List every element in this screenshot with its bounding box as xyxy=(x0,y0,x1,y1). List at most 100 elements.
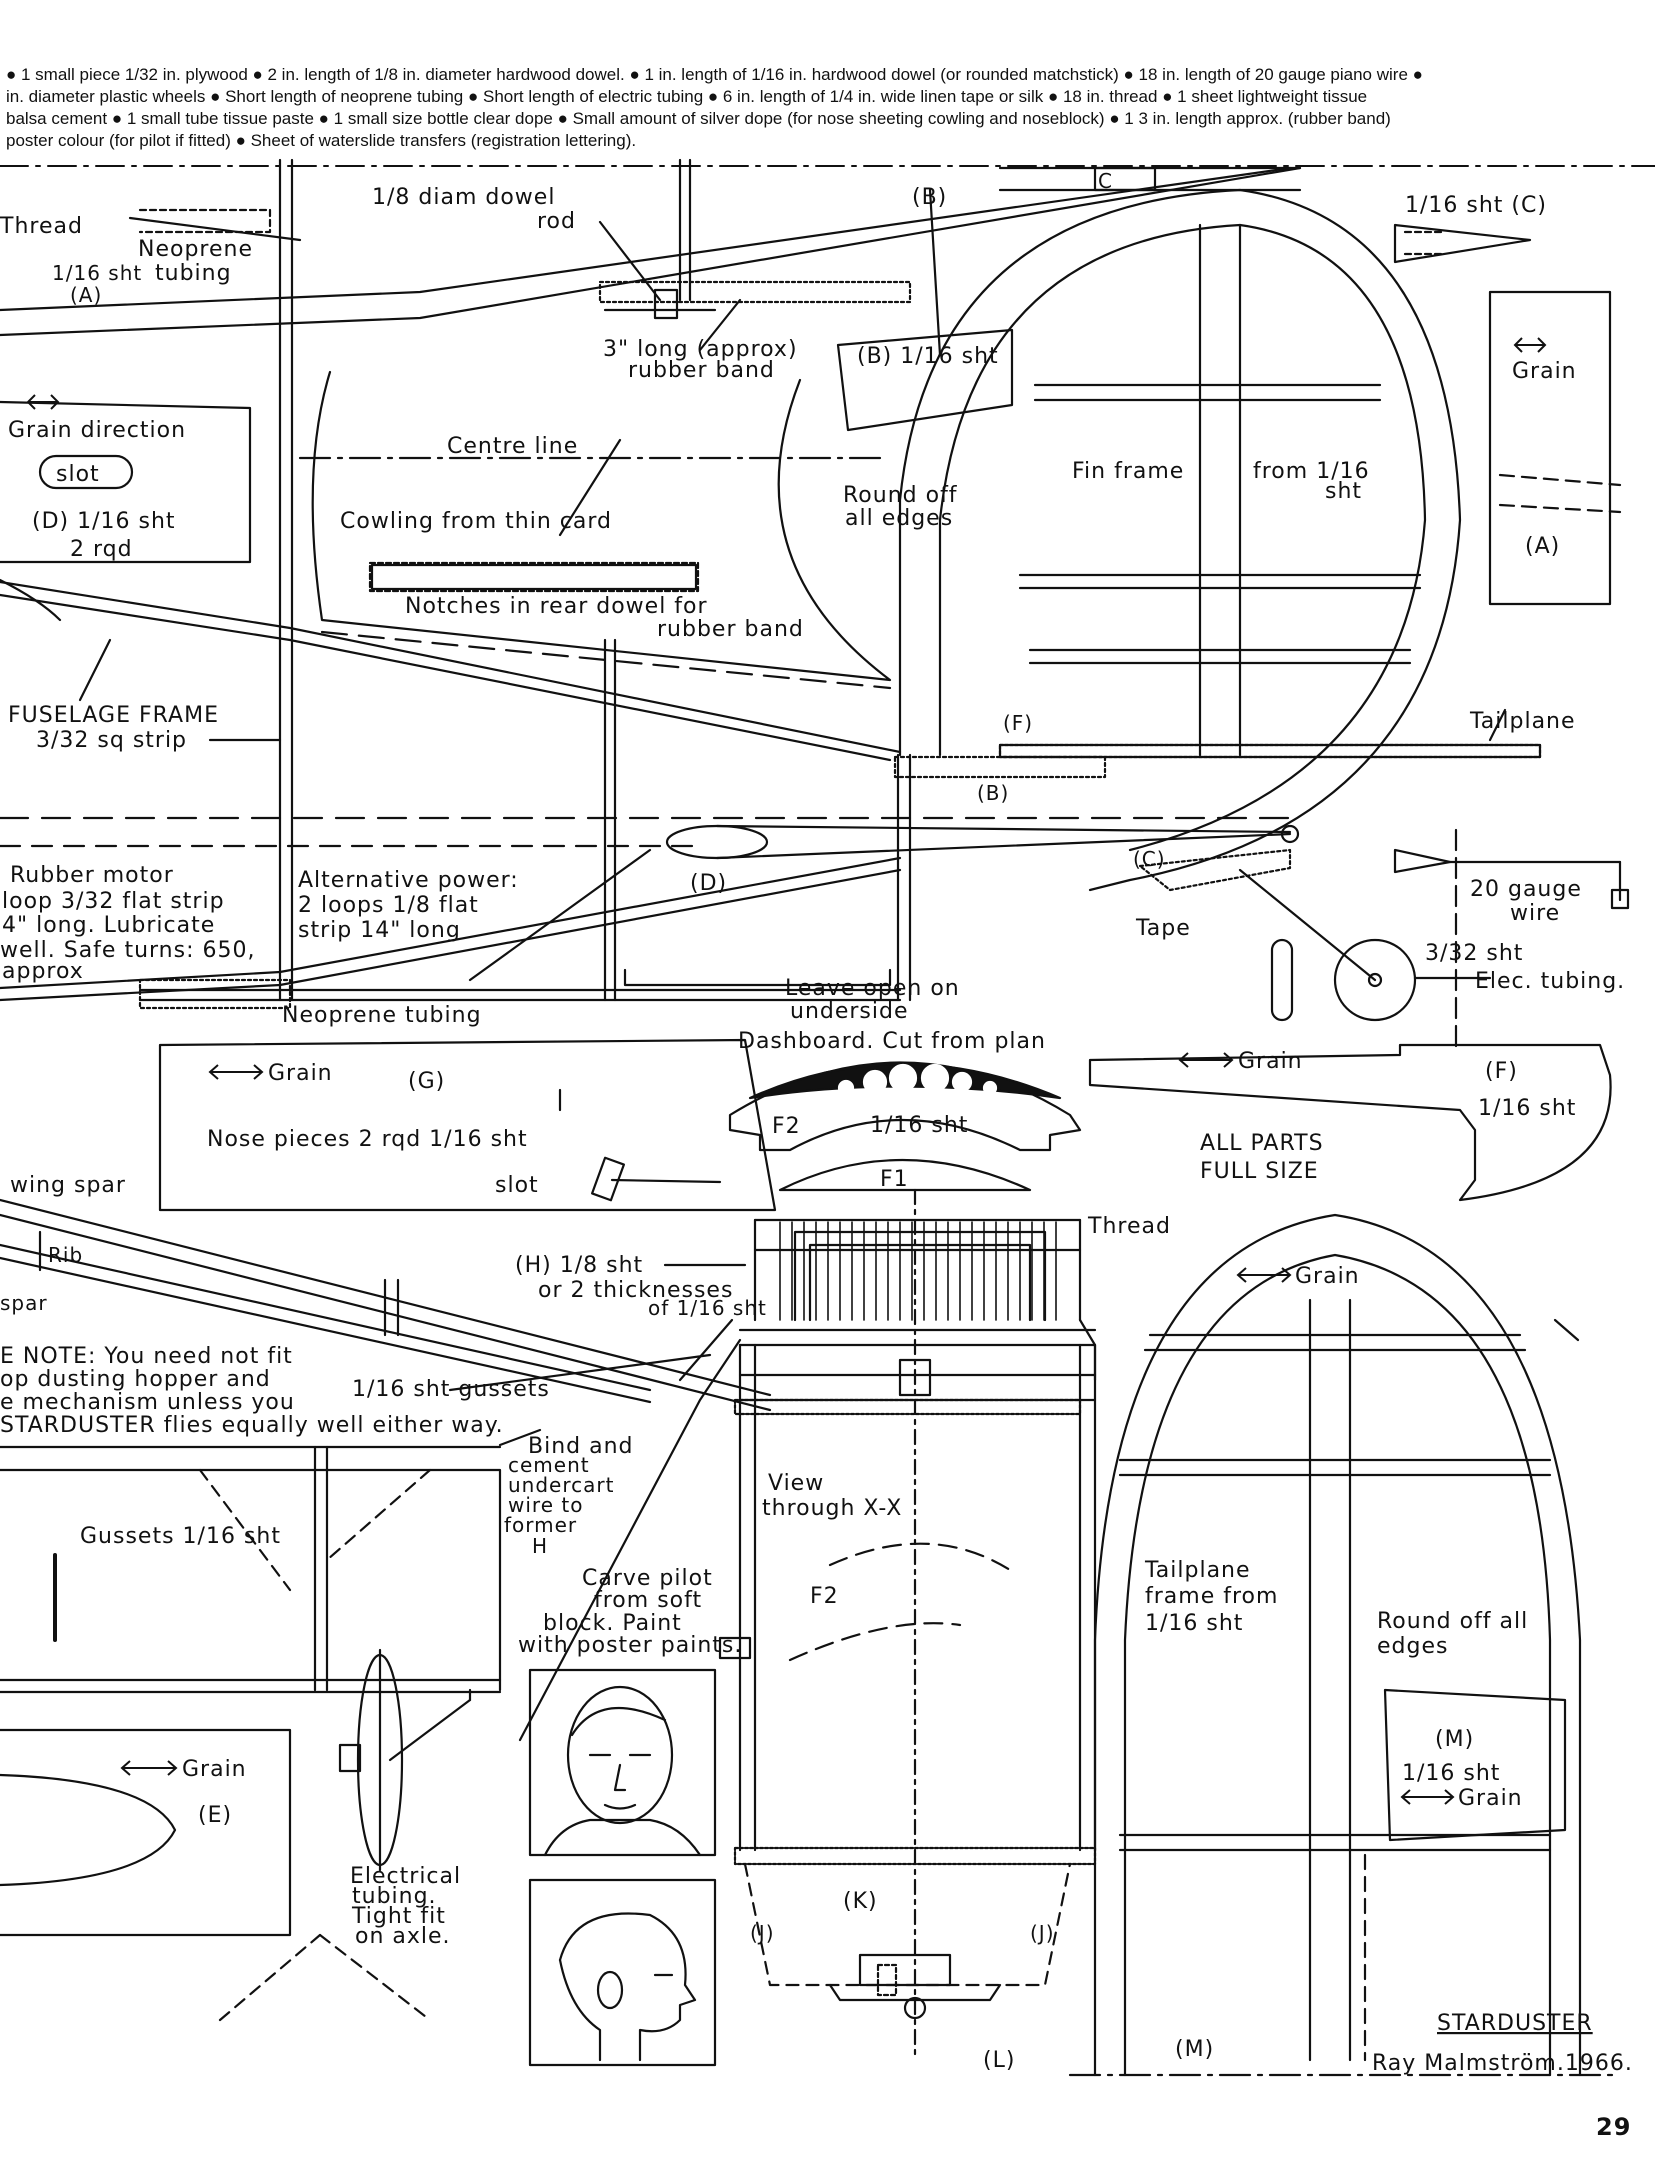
label-c-part: 1/16 sht (C) xyxy=(1405,193,1547,218)
label-rubber-motor-5: approx xyxy=(2,959,84,984)
label-grain-f: Grain xyxy=(1238,1049,1303,1074)
label-elec-tubing: Elec. tubing. xyxy=(1475,969,1625,994)
label-fuselage-frame-1: FUSELAGE FRAME xyxy=(8,703,219,728)
label-view-1: View xyxy=(768,1471,824,1496)
label-m-sht: 1/16 sht xyxy=(1402,1761,1500,1786)
label-round-off-all-1: Round off all xyxy=(1377,1609,1528,1634)
label-notches-2: rubber band xyxy=(657,617,804,642)
label-c-mid: (C) xyxy=(1133,847,1166,871)
label-tailplane-frame-3: 1/16 sht xyxy=(1145,1611,1243,1636)
label-b-part: (B) 1/16 sht xyxy=(857,344,999,369)
label-rubber-band-1: 3" long (approx) xyxy=(603,337,798,362)
label-a-part: (A) xyxy=(1525,534,1560,559)
label-grain-a: Grain xyxy=(1512,359,1577,384)
label-tailplane-frame-2: frame from xyxy=(1145,1584,1278,1609)
label-h-part-2: or 2 thicknesses xyxy=(538,1278,733,1303)
label-designer: Ray Malmström.1966. xyxy=(1372,2051,1633,2076)
label-e-part: (E) xyxy=(198,1803,232,1828)
label-elec-tubing-3: Tight fit xyxy=(351,1904,446,1929)
label-carve-2: from soft xyxy=(594,1588,702,1613)
label-h-part-3: of 1/16 sht xyxy=(648,1296,767,1320)
label-rubber-band-2: rubber band xyxy=(628,358,775,383)
label-thread-mid: Thread xyxy=(1087,1214,1171,1239)
label-grain-tail: Grain xyxy=(1295,1264,1360,1289)
label-bind-6: H xyxy=(532,1534,548,1558)
fuselage-front-view xyxy=(518,1188,1097,2062)
label-f2-view: F2 xyxy=(810,1584,839,1609)
label-d-mid: (D) xyxy=(690,871,727,896)
label-grain-g: Grain xyxy=(268,1061,333,1086)
label-leave-open-1: Leave open on xyxy=(785,976,960,1001)
label-rubber-motor-3: 4" long. Lubricate xyxy=(2,913,215,938)
label-neoprene-2: tubing xyxy=(155,261,232,286)
parts-list: ● 1 small piece 1/32 in. plywood ● 2 in.… xyxy=(0,64,1655,152)
label-alt-power-1: Alternative power: xyxy=(298,868,519,893)
label-gauge-wire-1: 20 gauge xyxy=(1470,877,1582,902)
label-tape: Tape xyxy=(1135,916,1191,941)
label-m-bottom: (M) xyxy=(1175,2037,1214,2062)
label-b-mid: (B) xyxy=(977,781,1009,805)
label-k-part: (K) xyxy=(843,1889,878,1914)
label-view-2: through X-X xyxy=(762,1496,902,1521)
label-gussets-sht: 1/16 sht gussets xyxy=(352,1377,550,1402)
label-f2-dash: F2 xyxy=(772,1114,801,1139)
label-dowel-2: rod xyxy=(537,209,576,234)
label-c-top: C xyxy=(1098,169,1113,193)
label-grain-direction: Grain direction xyxy=(8,418,186,443)
label-carve-1: Carve pilot xyxy=(582,1566,713,1591)
pilot-front-face xyxy=(543,1685,702,1857)
label-slot: slot xyxy=(56,462,100,487)
label-bind-2: cement xyxy=(508,1453,590,1477)
label-rubber-motor-4: well. Safe turns: 650, xyxy=(0,938,255,963)
fin-frame xyxy=(898,166,1462,892)
label-grain-e: Grain xyxy=(182,1757,247,1782)
label-leave-open-2: underside xyxy=(790,999,909,1024)
label-grain-m: Grain xyxy=(1458,1786,1523,1811)
label-fin-frame-1: Fin frame xyxy=(1072,459,1184,484)
label-nose-pieces: Nose pieces 2 rqd 1/16 sht xyxy=(207,1127,528,1152)
label-neoprene-1: Neoprene xyxy=(138,237,253,262)
page-number: 29 xyxy=(1596,2113,1631,2141)
label-spar: spar xyxy=(0,1291,48,1315)
label-all-parts-1: ALL PARTS xyxy=(1200,1131,1324,1156)
label-d-part-1: (D) 1/16 sht xyxy=(32,509,176,534)
label-f1: F1 xyxy=(880,1167,909,1192)
parts-list-line-1: ● 1 small piece 1/32 in. plywood ● 2 in.… xyxy=(6,65,1423,84)
label-f-sht: 1/16 sht xyxy=(1478,1096,1576,1121)
tailplane-frame xyxy=(1068,1213,1622,2077)
label-fuselage-frame-2: 3/32 sq strip xyxy=(36,728,187,753)
parts-list-line-2: in. diameter plastic wheels ● Short leng… xyxy=(6,87,1368,106)
label-cowling: Cowling from thin card xyxy=(340,509,612,534)
label-rubber-motor-1: Rubber motor xyxy=(10,863,174,888)
label-gussets-left: Gussets 1/16 sht xyxy=(80,1524,281,1549)
label-j-left: (J) xyxy=(750,1921,775,1945)
label-round-off-1: Round off xyxy=(843,483,958,508)
label-alt-power-2: 2 loops 1/8 flat xyxy=(298,893,479,918)
pilot-side-face xyxy=(558,1912,697,2062)
label-slot-g: slot xyxy=(495,1173,539,1198)
label-model-name: STARDUSTER xyxy=(1437,2011,1593,2036)
label-round-off-2: all edges xyxy=(845,506,953,531)
label-m-part: (M) xyxy=(1435,1727,1474,1752)
label-tailplane: Tailplane xyxy=(1469,709,1576,734)
label-rubber-motor-2: loop 3/32 flat strip xyxy=(2,889,225,914)
label-note-3: e mechanism unless you xyxy=(0,1390,295,1415)
label-neoprene-bottom: Neoprene tubing xyxy=(282,1003,482,1028)
label-d-part-2: 2 rqd xyxy=(70,537,133,562)
label-elec-tubing-4: on axle. xyxy=(355,1924,451,1949)
label-f-part: (F) xyxy=(1485,1059,1518,1084)
label-b-top: (B) xyxy=(912,185,947,210)
label-note-2: op dusting hopper and xyxy=(0,1367,271,1392)
label-rib: Rib xyxy=(48,1243,83,1267)
label-bind-5: former xyxy=(504,1513,577,1537)
label-h-part-1: (H) 1/8 sht xyxy=(515,1253,643,1278)
label-elec-tubing-2: tubing. xyxy=(352,1884,437,1909)
label-j-right: (J) xyxy=(1030,1921,1055,1945)
label-sht-332: 3/32 sht xyxy=(1425,941,1523,966)
label-bind-4: wire to xyxy=(508,1493,583,1517)
label-f2-sht: 1/16 sht xyxy=(870,1113,968,1138)
label-dashboard: Dashboard. Cut from plan xyxy=(738,1029,1046,1054)
label-gauge-wire-2: wire xyxy=(1510,901,1560,926)
label-tailplane-frame-1: Tailplane xyxy=(1144,1558,1251,1583)
label-bind-1: Bind and xyxy=(528,1434,634,1459)
